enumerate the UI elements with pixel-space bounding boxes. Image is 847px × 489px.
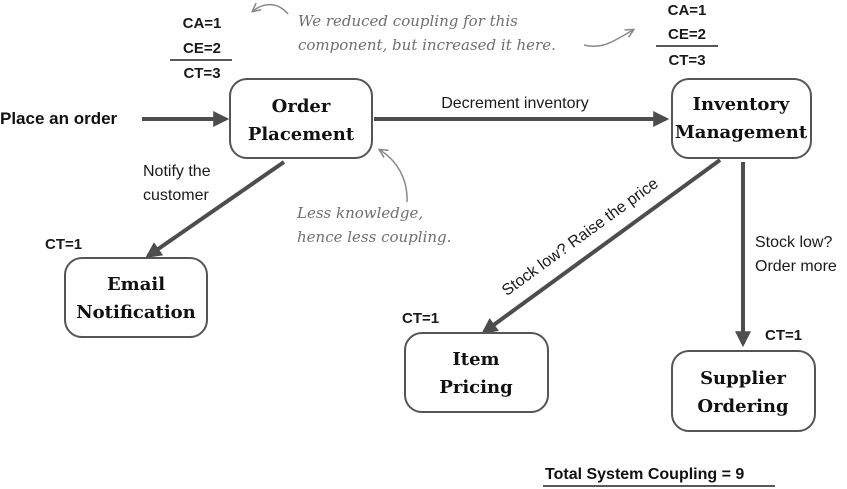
entry-label: Place an order <box>0 109 118 128</box>
metric-order-placement-ce: CE=2 <box>183 40 221 57</box>
edge-notify-customer <box>145 160 286 258</box>
annotation-coupling-arrow-left <box>253 5 289 15</box>
edge-raise-price <box>481 158 722 334</box>
metrics-inventory-management: CA=1 CE=2 CT=3 <box>656 2 718 69</box>
annotation-coupling: We reduced coupling for this component, … <box>253 5 633 54</box>
node-supplier-ordering-line2: Ordering <box>697 396 789 417</box>
node-item-pricing-line2: Pricing <box>439 377 513 398</box>
metric-supplier-ordering-ct: CT=1 <box>765 327 802 344</box>
node-email-notification-line2: Notification <box>76 302 196 323</box>
edge-label-raise-price: Stock low? Raise the price <box>499 175 662 300</box>
annotation-knowledge-line2: hence less coupling. <box>297 228 451 246</box>
edge-label-notify-line2: customer <box>143 187 209 204</box>
edge-label-order-more-line1: Stock low? <box>755 234 832 251</box>
edge-label-order-more-line2: Order more <box>755 258 837 275</box>
node-supplier-ordering-line1: Supplier <box>700 368 786 389</box>
metric-order-placement-ct: CT=3 <box>183 65 220 82</box>
node-inventory-management-line1: Inventory <box>693 94 790 115</box>
metric-inventory-management-ct: CT=3 <box>668 52 705 69</box>
metric-inventory-management-ca: CA=1 <box>668 2 707 19</box>
edge-label-decrement-inventory: Decrement inventory <box>441 95 589 112</box>
metric-inventory-management-ce: CE=2 <box>668 26 706 43</box>
metric-email-notification-ct: CT=1 <box>45 236 82 253</box>
metric-order-placement-ca: CA=1 <box>183 15 222 32</box>
metric-item-pricing-ct: CT=1 <box>402 310 439 327</box>
node-order-placement-line2: Placement <box>248 124 355 145</box>
annotation-knowledge: Less knowledge, hence less coupling. <box>296 150 451 246</box>
annotation-coupling-line1: We reduced coupling for this <box>298 12 518 30</box>
annotation-coupling-line2: component, but increased it here. <box>298 36 556 54</box>
edge-label-notify-line1: Notify the <box>143 163 211 180</box>
node-inventory-management-line2: Management <box>675 122 808 143</box>
node-item-pricing-line1: Item <box>452 349 499 370</box>
node-item-pricing: Item Pricing <box>404 332 549 413</box>
node-supplier-ordering: Supplier Ordering <box>671 350 816 432</box>
annotation-knowledge-line1: Less knowledge, <box>296 204 423 222</box>
total-system-coupling-text: Total System Coupling = 9 <box>545 466 744 483</box>
node-email-notification: Email Notification <box>64 257 208 338</box>
annotation-coupling-arrow-right <box>583 30 633 47</box>
total-system-coupling: Total System Coupling = 9 <box>543 466 775 487</box>
node-order-placement-line1: Order <box>272 96 331 117</box>
annotation-knowledge-arrow <box>380 150 408 203</box>
metrics-order-placement: CA=1 CE=2 CT=3 <box>170 15 232 82</box>
node-inventory-management: Inventory Management <box>671 78 812 159</box>
node-order-placement: Order Placement <box>229 78 373 159</box>
node-email-notification-line1: Email <box>107 274 165 295</box>
